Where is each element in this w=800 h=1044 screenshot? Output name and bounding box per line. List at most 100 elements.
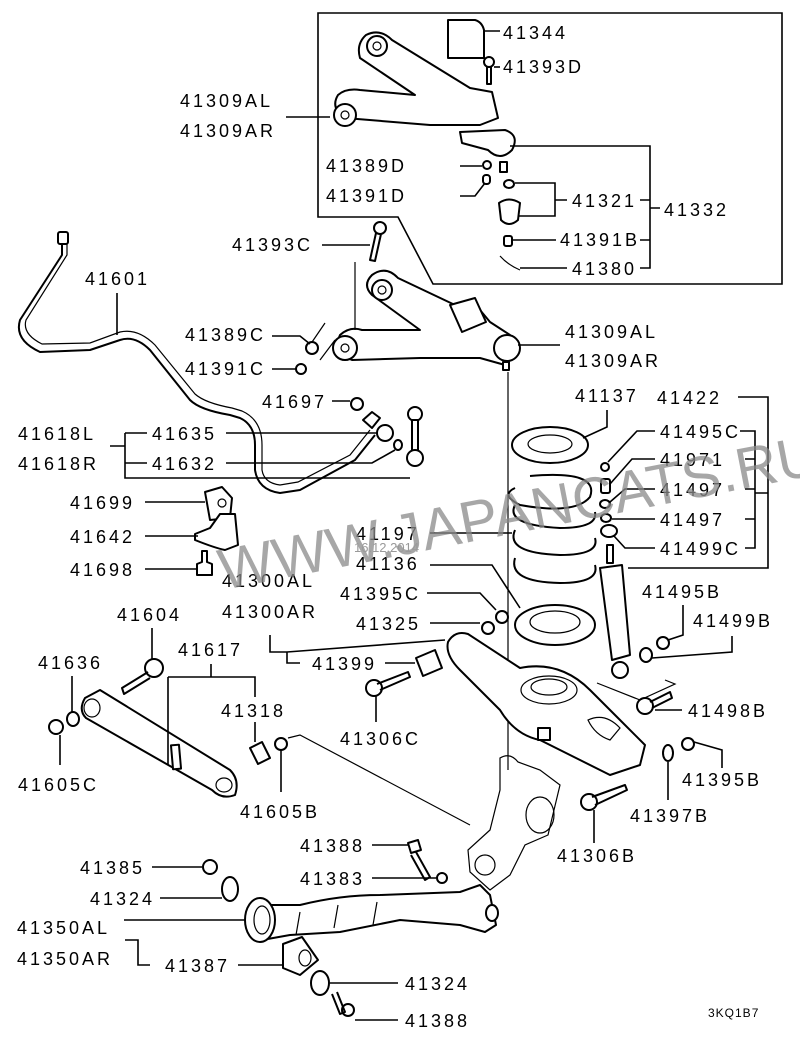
label-41397b: 41397B [630,806,710,826]
label-41391b: 41391B [560,230,640,250]
bushing-41497a-drawing [599,499,611,509]
leader-41422 [628,396,769,569]
label-41604: 41604 [117,605,182,625]
upper-arm-drawing [332,269,521,371]
leader-41136 [430,564,521,609]
bolt-41393d-drawing [483,56,495,85]
leader-41632 [226,449,396,464]
nut-41395b-drawing [681,737,695,751]
bushing-41497b-drawing [600,513,612,523]
label-41642: 41642 [70,527,135,547]
leader-41137 [582,410,608,439]
label-41388-top: 41388 [300,836,365,856]
bolt-41388-top-drawing [407,839,431,881]
label-41385: 41385 [80,858,145,878]
label-41393d: 41393D [503,57,584,77]
link-rod-41632-drawing [406,406,424,467]
label-41395c: 41395C [340,584,421,604]
inset-box-frame [317,12,783,285]
shock-absorber-drawing [599,544,631,679]
nut-41605b-drawing [274,737,288,751]
coil-spring-41197-drawing [507,473,597,584]
upper-arm-inset-drawing [333,31,499,127]
trailing-arm-drawing [244,884,499,943]
leader-41321 [515,182,567,217]
label-41698: 41698 [70,560,135,580]
label-41618l: 41618L [18,424,96,444]
label-41332: 41332 [664,200,729,220]
label-41395b: 41395B [682,770,762,790]
label-41137: 41137 [575,386,639,406]
label-41971: 41971 [660,450,725,470]
washer-41325-drawing [481,621,495,635]
label-41300al: 41300AL [222,571,315,591]
label-41605c: 41605C [18,775,99,795]
knuckle-drawing [467,755,561,891]
nut-41697-drawing [350,397,364,411]
bolt-41388-bottom-drawing [331,991,355,1017]
label-41498b: 41498B [688,701,768,721]
label-41699: 41699 [70,493,135,513]
label-41605b: 41605B [240,802,320,822]
bushing-41318-drawing [249,741,271,765]
label-41422: 41422 [657,388,722,408]
link-eye-drawing [362,411,381,429]
dust-cover-drawing [498,198,521,225]
nut-41391b-drawing [503,235,513,247]
nut-41395c-drawing [495,610,509,624]
label-41399: 41399 [312,654,377,674]
leader-41391d [460,182,486,197]
label-41497b: 41497 [660,510,725,530]
label-41324-bottom: 41324 [405,974,470,994]
label-41309ar-inset: 41309AR [180,121,276,141]
leader-41497a [609,488,655,503]
leader-41499b [651,636,733,659]
lateral-rod-guide-line [287,734,471,826]
shock-mount-outline [596,679,677,701]
label-41136: 41136 [356,554,420,574]
washer-41397b-drawing [662,744,674,762]
nut-41605c-drawing [48,719,64,735]
label-41636: 41636 [38,653,103,673]
label-41393c: 41393C [232,235,313,255]
label-41697: 41697 [262,392,327,412]
nut-41389d-drawing [482,160,492,170]
washer-41391c-drawing [295,363,307,375]
nut-41389c-drawing [305,341,319,355]
bushing-41399-drawing [415,649,443,677]
washer-41636-drawing [66,711,80,727]
lower-spring-seat-41136-drawing [514,604,596,646]
ball-stud-drawing [499,161,508,173]
label-41318: 41318 [221,701,286,721]
lower-arm-drawing [446,632,646,776]
label-41306b: 41306B [557,846,637,866]
label-41635: 41635 [152,424,217,444]
label-41389c: 41389C [185,325,266,345]
bushing-41387-drawing [282,936,319,976]
washer-41324-bottom-drawing [310,970,330,996]
label-41391d: 41391D [326,186,407,206]
diagram-code: 3KQ1B7 [708,1006,759,1020]
leader-41300a [269,635,446,664]
label-41300ar: 41300AR [222,602,318,622]
label-41601: 41601 [85,269,150,289]
label-41387: 41387 [165,956,230,976]
lateral-rod-41617-drawing [80,689,238,798]
stabilizer-bar-end [57,231,69,245]
leader-41495b [667,605,684,641]
nut-41383-drawing [436,872,448,884]
leader-shock-bracket [740,430,756,549]
washer-41324-top-drawing [221,876,239,902]
label-41344: 41344 [503,23,568,43]
label-41324-top: 41324 [90,889,155,909]
label-41499c: 41499C [660,539,741,559]
washer-41391d-drawing [482,174,491,185]
label-41499b: 41499B [693,611,773,631]
washer-41499b-drawing [639,647,653,663]
label-41391c: 41391C [185,359,266,379]
leader-41618-bracket [110,432,410,479]
bolt-41393c-drawing [369,221,387,262]
leader-41971 [609,458,655,485]
label-41617: 41617 [178,640,243,660]
